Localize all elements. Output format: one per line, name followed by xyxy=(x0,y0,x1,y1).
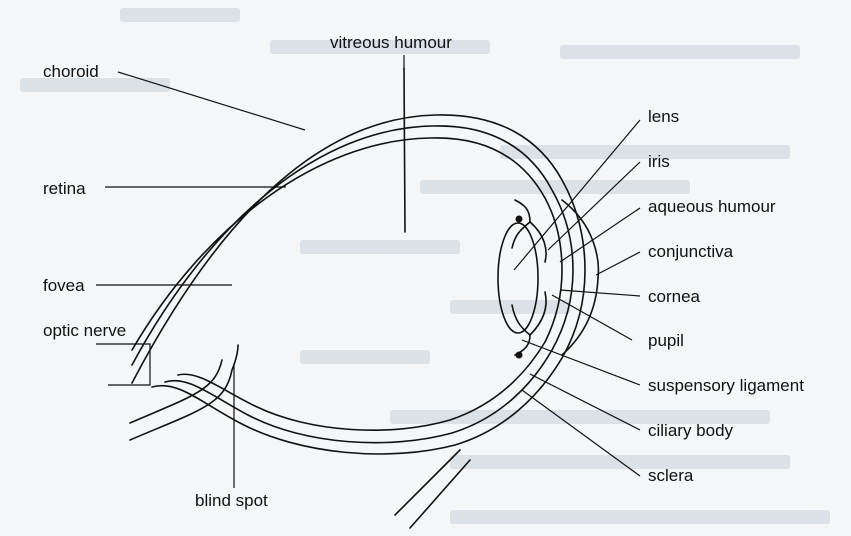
eye-outline xyxy=(129,67,600,529)
leader-conjunctiva xyxy=(595,251,641,276)
label-conjunctiva: conjunctiva xyxy=(648,242,734,261)
sclera-outline xyxy=(131,114,586,455)
leader-choroid xyxy=(117,71,306,131)
leader-iris xyxy=(547,161,641,251)
label-blind-spot: blind spot xyxy=(195,491,268,510)
label-pupil: pupil xyxy=(648,331,684,350)
retina-outline xyxy=(131,137,563,431)
label-aqueous-humour: aqueous humour xyxy=(648,197,776,216)
label-ciliary-body: ciliary body xyxy=(648,421,734,440)
leader-pupil xyxy=(551,294,633,341)
label-cornea: cornea xyxy=(648,287,700,306)
lens-shape xyxy=(497,222,539,334)
leader-optic-nerve xyxy=(96,343,151,386)
cornea-shape xyxy=(561,199,600,356)
label-fovea: fovea xyxy=(43,276,85,295)
leader-suspensory xyxy=(521,339,641,386)
leader-lines xyxy=(96,55,641,488)
label-iris: iris xyxy=(648,152,670,171)
label-optic-nerve: optic nerve xyxy=(43,321,127,340)
show-through-texture xyxy=(20,8,830,524)
leader-sclera xyxy=(521,389,641,477)
label-suspensory-ligament: suspensory ligament xyxy=(648,376,804,395)
leader-lens xyxy=(513,119,641,271)
optic-nerve-edge xyxy=(129,344,239,441)
leader-cornea xyxy=(559,289,641,297)
label-lens: lens xyxy=(648,107,680,126)
ligament-dots xyxy=(515,215,523,359)
label-sclera: sclera xyxy=(648,466,694,485)
iris-upper xyxy=(529,221,547,263)
leader-aqueous xyxy=(559,207,641,263)
label-retina: retina xyxy=(43,179,86,198)
choroid-outline xyxy=(131,125,574,444)
leader-ciliary xyxy=(529,373,641,431)
label-vitreous-humour: vitreous humour xyxy=(330,33,452,52)
label-choroid: choroid xyxy=(43,62,99,81)
iris-lower xyxy=(529,291,547,336)
